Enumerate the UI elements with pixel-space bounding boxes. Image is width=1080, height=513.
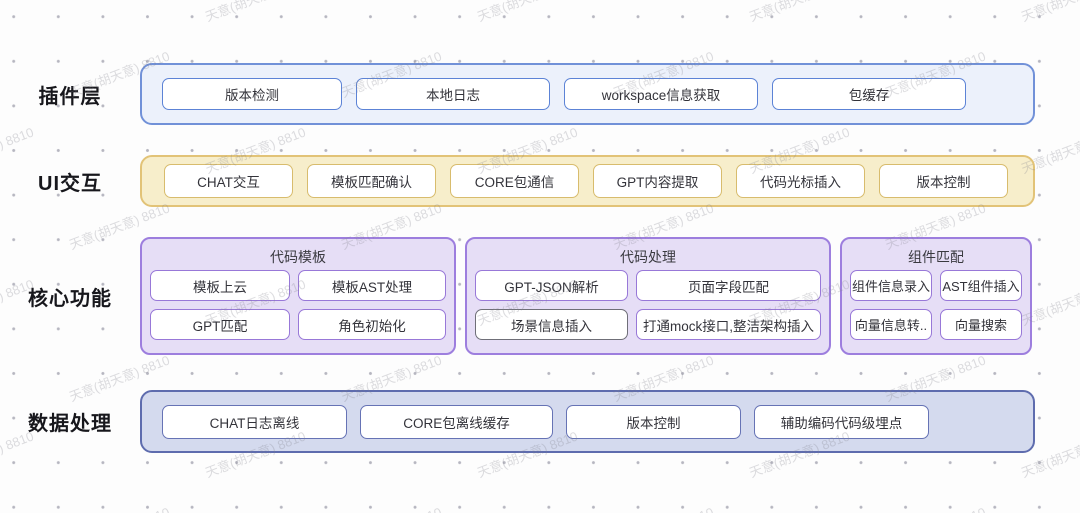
data-layer-container: CHAT日志离线 CORE包离线缓存 版本控制 辅助编码代码级埋点 xyxy=(140,390,1035,453)
watermark-text: 天意(胡天意) 8810 xyxy=(610,502,716,513)
group-code-template-title: 代码模板 xyxy=(270,249,326,265)
node-template-match-confirm: 模板匹配确认 xyxy=(307,164,436,198)
plugin-layer-container: 版本检测 本地日志 workspace信息获取 包缓存 xyxy=(140,63,1035,125)
node-vector-info-convert: 向量信息转.. xyxy=(850,309,932,340)
layer-label-ui: UI交互 xyxy=(38,172,102,195)
node-assist-coding-code-tracking: 辅助编码代码级埋点 xyxy=(754,404,929,439)
group-component-match-title: 组件匹配 xyxy=(908,249,964,265)
node-chat-log-offline: CHAT日志离线 xyxy=(162,404,347,439)
watermark-text: 天意(胡天意) 8810 xyxy=(0,0,36,25)
node-chat-interaction: CHAT交互 xyxy=(164,164,293,198)
node-template-ast: 模板AST处理 xyxy=(298,270,446,301)
node-code-cursor-insert: 代码光标插入 xyxy=(736,164,865,198)
node-role-init: 角色初始化 xyxy=(298,309,446,340)
node-version-check: 版本检测 xyxy=(162,78,342,110)
plugin-layer-row: 插件层 版本检测 本地日志 workspace信息获取 包缓存 xyxy=(0,63,1080,125)
watermark-text: 天意(胡天意) 8810 xyxy=(66,502,172,513)
node-gpt-match: GPT匹配 xyxy=(150,309,290,340)
group-code-processing-grid: GPT-JSON解析 页面字段匹配 场景信息插入 打通mock接口,整洁架构插入 xyxy=(475,270,821,340)
group-component-match: 组件匹配 组件信息录入 AST组件插入 向量信息转.. 向量搜索 xyxy=(840,237,1032,355)
ui-layer-container: CHAT交互 模板匹配确认 CORE包通信 GPT内容提取 代码光标插入 版本控… xyxy=(140,155,1035,207)
core-layer-row: 核心功能 代码模板 模板上云 模板AST处理 GPT匹配 角色初始化 代码处理 … xyxy=(0,237,1080,355)
node-package-cache: 包缓存 xyxy=(772,78,966,110)
watermark-text: 天意(胡天意) 8810 xyxy=(474,0,580,25)
node-core-package-offline-cache: CORE包离线缓存 xyxy=(360,404,553,439)
layer-label-data: 数据处理 xyxy=(28,413,112,435)
node-workspace-info: workspace信息获取 xyxy=(564,78,758,110)
watermark-text: 天意(胡天意) 8810 xyxy=(882,502,988,513)
layer-label-plugin: 插件层 xyxy=(38,85,102,108)
node-component-info-entry: 组件信息录入 xyxy=(850,270,932,301)
ui-layer-row: UI交互 CHAT交互 模板匹配确认 CORE包通信 GPT内容提取 代码光标插… xyxy=(0,155,1080,207)
node-scene-info-insert: 场景信息插入 xyxy=(475,309,628,340)
node-vector-search: 向量搜索 xyxy=(940,309,1022,340)
data-layer-row: 数据处理 CHAT日志离线 CORE包离线缓存 版本控制 辅助编码代码级埋点 xyxy=(0,390,1080,453)
node-version-control-data: 版本控制 xyxy=(566,404,741,439)
node-ast-component-insert: AST组件插入 xyxy=(940,270,1022,301)
layer-label-core: 核心功能 xyxy=(28,287,112,310)
node-page-field-match: 页面字段匹配 xyxy=(636,270,821,301)
node-local-log: 本地日志 xyxy=(356,78,550,110)
group-code-processing: 代码处理 GPT-JSON解析 页面字段匹配 场景信息插入 打通mock接口,整… xyxy=(465,237,831,355)
node-gpt-json-parse: GPT-JSON解析 xyxy=(475,270,628,301)
group-code-processing-title: 代码处理 xyxy=(620,249,676,265)
node-version-control-ui: 版本控制 xyxy=(879,164,1008,198)
watermark-text: 天意(胡天意) 8810 xyxy=(746,0,852,25)
node-gpt-content-extract: GPT内容提取 xyxy=(593,164,722,198)
watermark-text: 天意(胡天意) 8810 xyxy=(1018,0,1080,25)
group-code-template: 代码模板 模板上云 模板AST处理 GPT匹配 角色初始化 xyxy=(140,237,456,355)
node-core-package-comm: CORE包通信 xyxy=(450,164,579,198)
watermark-text: 天意(胡天意) 8810 xyxy=(202,0,308,25)
group-component-match-grid: 组件信息录入 AST组件插入 向量信息转.. 向量搜索 xyxy=(850,270,1022,340)
node-mock-api-clean-arch-insert: 打通mock接口,整洁架构插入 xyxy=(636,309,821,340)
watermark-text: 天意(胡天意) 8810 xyxy=(338,502,444,513)
group-code-template-grid: 模板上云 模板AST处理 GPT匹配 角色初始化 xyxy=(150,270,446,340)
core-layer-container: 代码模板 模板上云 模板AST处理 GPT匹配 角色初始化 代码处理 GPT-J… xyxy=(140,237,1035,355)
node-template-upload: 模板上云 xyxy=(150,270,290,301)
